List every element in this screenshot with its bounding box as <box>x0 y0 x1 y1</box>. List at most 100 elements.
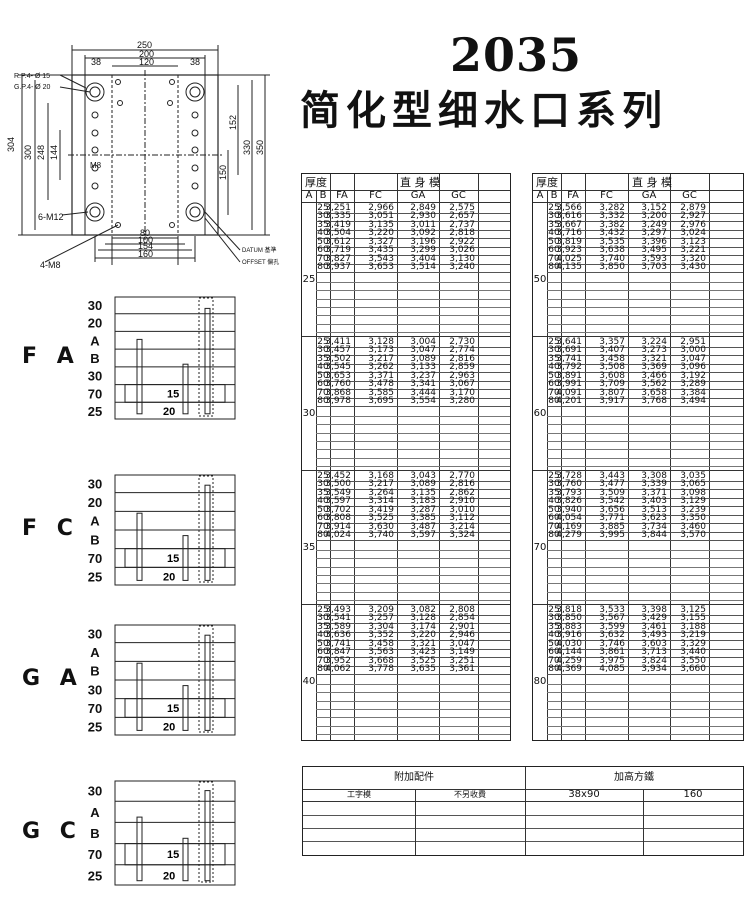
price-fc: 3,357 <box>599 336 625 347</box>
b-value: 70 <box>548 253 560 264</box>
layer-label: 20 <box>88 495 102 510</box>
price-gc: 3,384 <box>680 387 706 398</box>
dim-15: 15 <box>167 703 179 715</box>
price-fa: 3,940 <box>556 504 582 515</box>
b-value: 50 <box>317 638 329 649</box>
price-ga: 3,321 <box>410 638 436 649</box>
rp-label: R.P.4- Ø 15 <box>14 73 50 80</box>
layer-label: 30 <box>88 298 102 313</box>
price-fa: 3,883 <box>556 621 582 632</box>
price-ga: 3,287 <box>410 504 436 515</box>
price-gc: 3,170 <box>449 387 475 398</box>
dim-248: 248 <box>36 145 46 160</box>
group-a-value: 35 <box>302 542 316 553</box>
price-ga: 3,623 <box>641 513 667 524</box>
price-fc: 3,173 <box>368 345 394 356</box>
dim-150: 150 <box>218 165 228 180</box>
b-value: 50 <box>548 504 560 515</box>
price-fa: 3,818 <box>556 604 582 615</box>
price-gc: 3,026 <box>449 245 475 256</box>
price-fa: 3,760 <box>556 479 582 490</box>
b-value: 35 <box>317 219 329 230</box>
thickness-header: 厚度 <box>536 175 558 189</box>
table-header: 厚度直 身 模 <box>302 174 510 190</box>
b-value: 35 <box>548 353 560 364</box>
price-ga: 3,200 <box>641 211 667 222</box>
dim-m8: M8 <box>90 161 102 170</box>
price-fc: 3,740 <box>368 530 394 541</box>
b-value: 70 <box>317 253 329 264</box>
dim-100: 100 <box>138 235 153 245</box>
b-value: 30 <box>317 479 329 490</box>
price-ga: 3,341 <box>410 379 436 390</box>
price-fa: 3,914 <box>325 521 351 532</box>
price-ga: 3,844 <box>641 530 667 541</box>
price-ga: 3,423 <box>410 647 436 658</box>
price-gc: 3,112 <box>449 513 475 524</box>
price-gc: 3,123 <box>680 236 706 247</box>
price-fa: 3,549 <box>325 487 351 498</box>
layer-label: B <box>90 532 99 547</box>
price-gc: 3,219 <box>680 630 706 641</box>
thickness-header: 厚度 <box>305 175 327 189</box>
price-ga: 3,493 <box>641 630 667 641</box>
dim-20: 20 <box>163 722 175 734</box>
price-ga: 3,047 <box>410 345 436 356</box>
price-fc: 3,585 <box>368 387 394 398</box>
dim-350: 350 <box>255 140 265 155</box>
price-fc: 3,209 <box>368 604 394 615</box>
b-value: 80 <box>317 262 329 273</box>
col-header-fc: FC <box>369 190 382 201</box>
price-fc: 3,435 <box>368 245 394 256</box>
price-fc: 3,168 <box>368 470 394 481</box>
price-gc: 3,024 <box>680 228 706 239</box>
b-value: 25 <box>548 202 560 213</box>
price-fa: 3,452 <box>325 470 351 481</box>
b-value: 50 <box>317 504 329 515</box>
price-fa: 3,793 <box>556 487 582 498</box>
b-value: 35 <box>317 487 329 498</box>
price-ga: 2,849 <box>410 202 436 213</box>
price-gc: 3,240 <box>449 262 475 273</box>
b-value: 60 <box>317 245 329 256</box>
price-fc: 3,508 <box>599 362 625 373</box>
price-fa: 3,741 <box>325 638 351 649</box>
price-gc: 3,192 <box>680 370 706 381</box>
price-gc: 2,910 <box>449 496 475 507</box>
dim-304: 304 <box>6 137 16 152</box>
price-fc: 3,135 <box>368 219 394 230</box>
price-fa: 4,369 <box>556 664 582 675</box>
price-gc: 3,350 <box>680 513 706 524</box>
price-fa: 3,597 <box>325 496 351 507</box>
price-fc: 3,746 <box>599 638 625 649</box>
price-gc: 2,816 <box>449 353 475 364</box>
b-value: 80 <box>317 396 329 407</box>
col-header-gc: GC <box>682 190 697 201</box>
price-gc: 3,660 <box>680 664 706 675</box>
price-fc: 3,608 <box>599 370 625 381</box>
price-ga: 3,004 <box>410 336 436 347</box>
price-fa: 3,419 <box>325 219 351 230</box>
col-header-fa: FA <box>567 190 579 201</box>
price-fa: 3,808 <box>325 513 351 524</box>
price-fc: 4,085 <box>599 664 625 675</box>
